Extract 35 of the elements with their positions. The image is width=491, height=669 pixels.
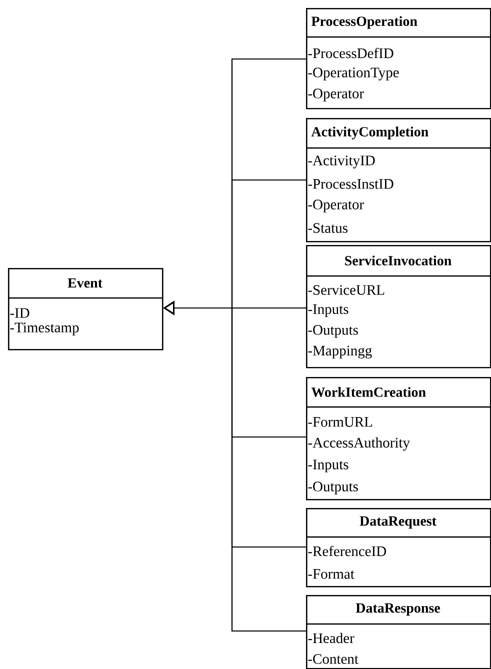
attribute-text: -ProcessInstID [308, 179, 394, 189]
class-name: ProcessOperation [311, 16, 418, 29]
attribute-text: -ReferenceID [308, 546, 386, 556]
class-box [306, 508, 491, 588]
class-name: DataResponse [356, 603, 440, 616]
attribute-text: -Outputs [308, 482, 358, 494]
class-box [306, 8, 491, 110]
attribute-text: -ID [10, 308, 30, 318]
attribute-text: -Status [308, 223, 348, 233]
attribute-text: -Inputs [308, 460, 348, 472]
class-name: WorkItemCreation [311, 387, 426, 397]
class-box [306, 377, 491, 500]
class-name: ServiceInvocation [345, 256, 452, 266]
class-name: ActivityCompletion [311, 126, 428, 140]
class-name: DataRequest [360, 516, 436, 529]
attribute-text: -Operator [308, 88, 364, 102]
attribute-text: -Content [308, 654, 358, 664]
attribute-text: -AccessAuthority [308, 437, 410, 451]
class-box [306, 245, 491, 368]
attribute-text: -OperationType [308, 68, 399, 80]
attribute-text: -ServiceURL [308, 285, 384, 295]
attribute-text: -Inputs [308, 304, 348, 317]
attribute-text: -Operator [308, 200, 364, 212]
attribute-text: -Header [308, 632, 354, 644]
class-box [306, 595, 491, 669]
attribute-text: -Mappingg [308, 346, 372, 358]
attribute-text: -ActivityID [308, 156, 375, 168]
class-name: Event [68, 278, 102, 288]
attribute-text: -FormURL [308, 417, 372, 427]
attribute-text: -Format [308, 569, 354, 579]
class-box [8, 268, 164, 350]
attribute-text: -Timestamp [10, 322, 79, 336]
attribute-text: -Outputs [308, 325, 358, 338]
attribute-text: -ProcessDefID [308, 48, 394, 58]
class-box [306, 118, 491, 242]
